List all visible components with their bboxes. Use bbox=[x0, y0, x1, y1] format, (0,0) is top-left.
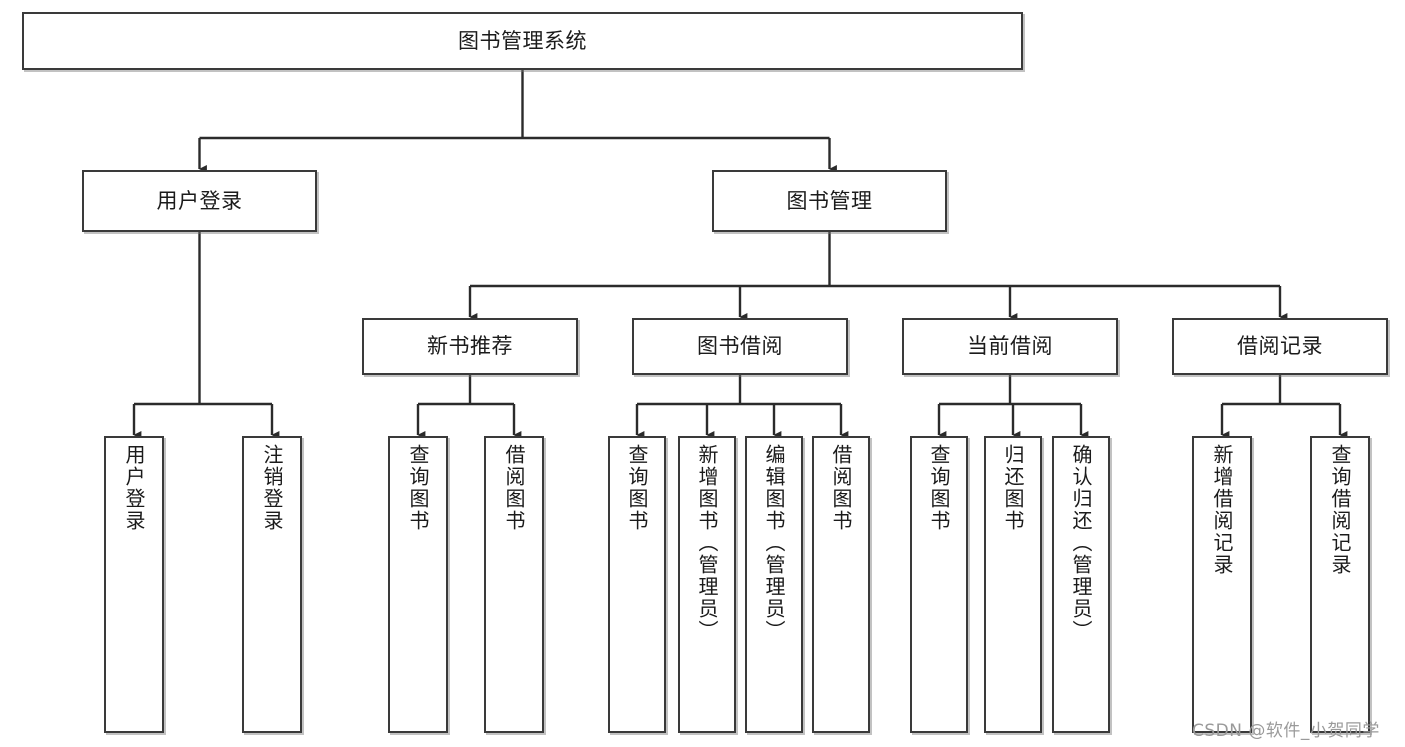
node-label: 确认归还（管理员） bbox=[1069, 444, 1093, 642]
node-label: 图书管理系统 bbox=[458, 28, 587, 53]
node-leaf-query-book-2[interactable]: 查询图书 bbox=[608, 436, 666, 733]
node-root[interactable]: 图书管理系统 bbox=[22, 12, 1023, 70]
node-label: 编辑图书（管理员） bbox=[762, 444, 786, 642]
node-label: 图书管理 bbox=[786, 188, 873, 213]
node-borrow-record[interactable]: 借阅记录 bbox=[1172, 318, 1388, 375]
node-leaf-user-logout[interactable]: 注销登录 bbox=[242, 436, 302, 733]
node-label: 归还图书 bbox=[1001, 444, 1025, 532]
node-leaf-return-book[interactable]: 归还图书 bbox=[984, 436, 1042, 733]
node-label: 注销登录 bbox=[260, 444, 284, 532]
edge-group bbox=[132, 70, 1348, 439]
node-leaf-query-book-1[interactable]: 查询图书 bbox=[388, 436, 448, 733]
node-new-book-recommend[interactable]: 新书推荐 bbox=[362, 318, 578, 375]
node-label: 当前借阅 bbox=[967, 334, 1053, 359]
node-label: 借阅图书 bbox=[829, 444, 853, 532]
node-leaf-edit-book[interactable]: 编辑图书（管理员） bbox=[745, 436, 803, 733]
node-label: 查询图书 bbox=[406, 444, 430, 532]
csdn-watermark: CSDN @软件_小贺同学 bbox=[1192, 721, 1380, 741]
node-label: 查询借阅记录 bbox=[1328, 444, 1352, 576]
node-leaf-borrow-book-1[interactable]: 借阅图书 bbox=[484, 436, 544, 733]
node-label: 借阅图书 bbox=[502, 444, 526, 532]
node-label: 用户登录 bbox=[156, 188, 243, 213]
node-leaf-user-login[interactable]: 用户登录 bbox=[104, 436, 164, 733]
node-current-borrow[interactable]: 当前借阅 bbox=[902, 318, 1118, 375]
node-book-borrow[interactable]: 图书借阅 bbox=[632, 318, 848, 375]
node-label: 新增图书（管理员） bbox=[695, 444, 719, 642]
node-label: 用户登录 bbox=[122, 444, 146, 532]
node-leaf-query-record[interactable]: 查询借阅记录 bbox=[1310, 436, 1370, 733]
node-user-login[interactable]: 用户登录 bbox=[82, 170, 317, 232]
node-book-manage[interactable]: 图书管理 bbox=[712, 170, 947, 232]
node-leaf-borrow-book-2[interactable]: 借阅图书 bbox=[812, 436, 870, 733]
node-leaf-add-book[interactable]: 新增图书（管理员） bbox=[678, 436, 736, 733]
node-label: 查询图书 bbox=[625, 444, 649, 532]
node-label: 新书推荐 bbox=[427, 334, 513, 359]
node-label: 借阅记录 bbox=[1237, 334, 1323, 359]
node-leaf-confirm-return[interactable]: 确认归还（管理员） bbox=[1052, 436, 1110, 733]
node-label: 查询图书 bbox=[927, 444, 951, 532]
node-leaf-add-record[interactable]: 新增借阅记录 bbox=[1192, 436, 1252, 733]
node-label: 图书借阅 bbox=[697, 334, 783, 359]
node-label: 新增借阅记录 bbox=[1210, 444, 1234, 576]
node-leaf-query-book-3[interactable]: 查询图书 bbox=[910, 436, 968, 733]
